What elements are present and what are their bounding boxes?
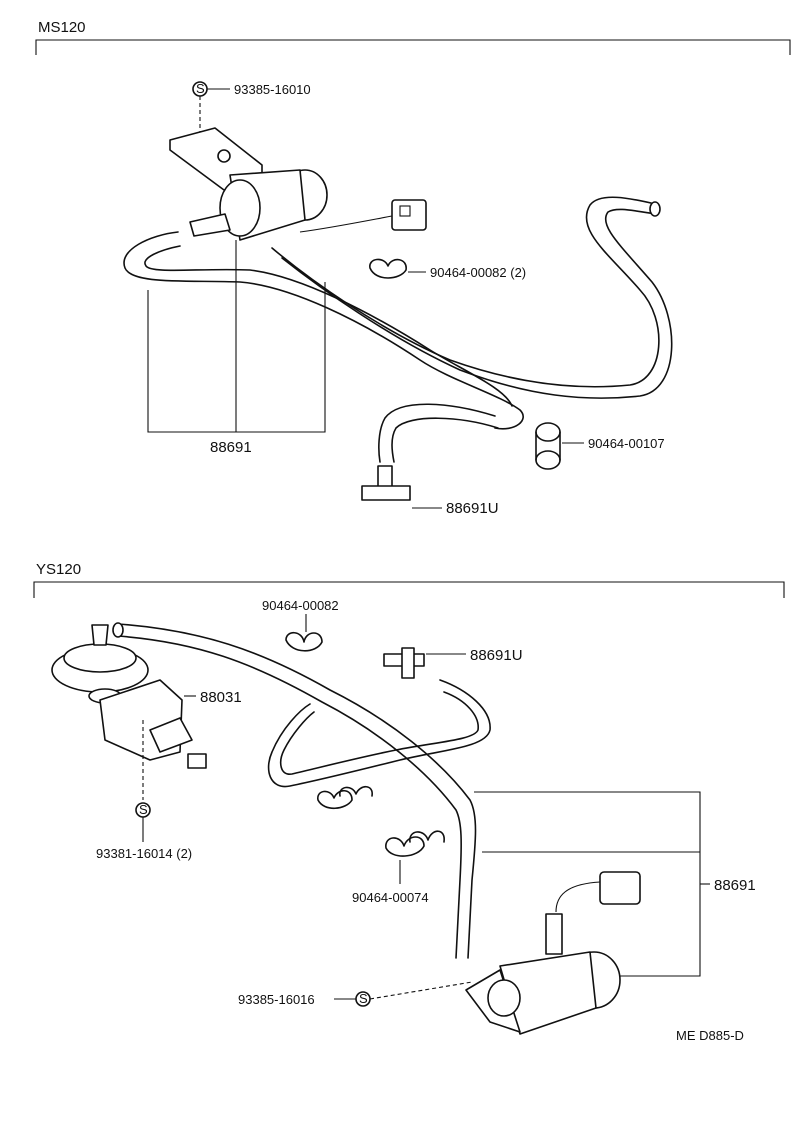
clamp-90464-00082-ys120: 90464-00082 (262, 598, 339, 652)
clamp-ring-lower (535, 450, 561, 470)
hose-long-outer (123, 231, 524, 430)
clamp-90464-00082-ms120: 90464-00082 (2) (369, 258, 526, 280)
clamp-icon (385, 836, 425, 857)
part-label-88031: 88031 (200, 689, 242, 706)
hose-short-outer (378, 403, 496, 463)
part-label-93385-16010: 93385-16010 (234, 82, 311, 97)
screw-93385-16016: 93385-16016 S (238, 981, 473, 1007)
part-label-88691U: 88691U (470, 647, 523, 664)
hose-loop-outer (267, 679, 491, 788)
hoses-ms120 (123, 196, 673, 463)
part-label-90464-00074: 90464-00074 (352, 890, 429, 905)
hose-end (112, 622, 124, 638)
clamp-icon (317, 789, 353, 810)
vacuum-switching-valve (169, 127, 427, 241)
clamp-sides (535, 431, 561, 461)
section-ms120: MS120 S 93385-16010 (35, 19, 791, 517)
section-title-ms120: MS120 (38, 19, 86, 36)
dashed-leader (369, 981, 473, 1000)
valve-nipple (91, 624, 109, 646)
valve-face (487, 979, 521, 1017)
section-bracket-ys120 (33, 581, 785, 598)
diagram-code: ME D885-D (676, 1028, 744, 1043)
screw-93385-16010: S 93385-16010 (192, 81, 311, 148)
valve-top (63, 643, 137, 673)
part-label-88691U: 88691U (446, 500, 499, 517)
hose-long-inner (144, 245, 513, 407)
part-label-90464-00082: 90464-00082 (2) (430, 265, 526, 280)
egr-valve-88031: 88031 (51, 624, 242, 769)
section-ys120: YS120 88031 S 93381-16014 (2) 90464-0008… (33, 561, 785, 1035)
valve-connector (391, 199, 427, 231)
hose-loop-inner (279, 691, 479, 775)
tee-vertical (401, 647, 415, 679)
hose-right-inner (281, 208, 673, 399)
clamp-90464-00107: 90464-00107 (535, 422, 665, 470)
valve-wire (555, 881, 601, 913)
clamp-icon-2 (409, 830, 445, 843)
hose-right-outer (271, 196, 660, 388)
hoses-ys120 (112, 622, 491, 959)
clamp-90464-00074: 90464-00074 (352, 830, 445, 905)
tee-horizontal (361, 485, 411, 501)
valve-connector (599, 871, 641, 905)
part-label-93381-16014: 93381-16014 (2) (96, 846, 192, 861)
valve-wire (299, 215, 393, 233)
callout-88691-ms120: 88691 (147, 240, 326, 456)
section-bracket-ms120 (35, 39, 791, 55)
part-label-88691: 88691 (210, 439, 252, 456)
clamp-icon (285, 631, 323, 652)
hose-end (649, 201, 661, 217)
union-88691U-ms120: 88691U (361, 465, 499, 517)
screw-symbol-letter: S (359, 991, 368, 1006)
connector-detail (399, 205, 411, 217)
clamp-ring-upper (535, 422, 561, 442)
bracket-lines (474, 791, 701, 977)
vacuum-switching-valve-ys120 (465, 871, 641, 1035)
part-label-88691: 88691 (714, 877, 756, 894)
screw-93381-16014: S 93381-16014 (2) (96, 720, 192, 861)
screw-symbol-letter: S (196, 81, 205, 96)
clamp-cluster-upper (317, 785, 373, 810)
valve-spring (187, 753, 207, 769)
hose-main-outer (117, 623, 477, 959)
clamp-icon-2 (339, 785, 373, 797)
union-88691U-ys120: 88691U (383, 647, 523, 679)
section-title-ys120: YS120 (36, 561, 81, 578)
hose-main-inner (117, 635, 462, 959)
valve-nut (217, 149, 231, 163)
valve-face (219, 179, 261, 237)
valve-nipple (189, 213, 231, 237)
part-label-90464-00107: 90464-00107 (588, 436, 665, 451)
part-label-93385-16016: 93385-16016 (238, 992, 315, 1007)
clamp-icon (369, 258, 407, 279)
screw-symbol-letter: S (139, 802, 148, 817)
valve-terminal (545, 913, 563, 955)
hose-short-inner (391, 417, 499, 463)
callout-88691-ys120: 88691 (474, 791, 756, 977)
part-label-90464-00082: 90464-00082 (262, 598, 339, 613)
valve-fitting (149, 717, 193, 753)
